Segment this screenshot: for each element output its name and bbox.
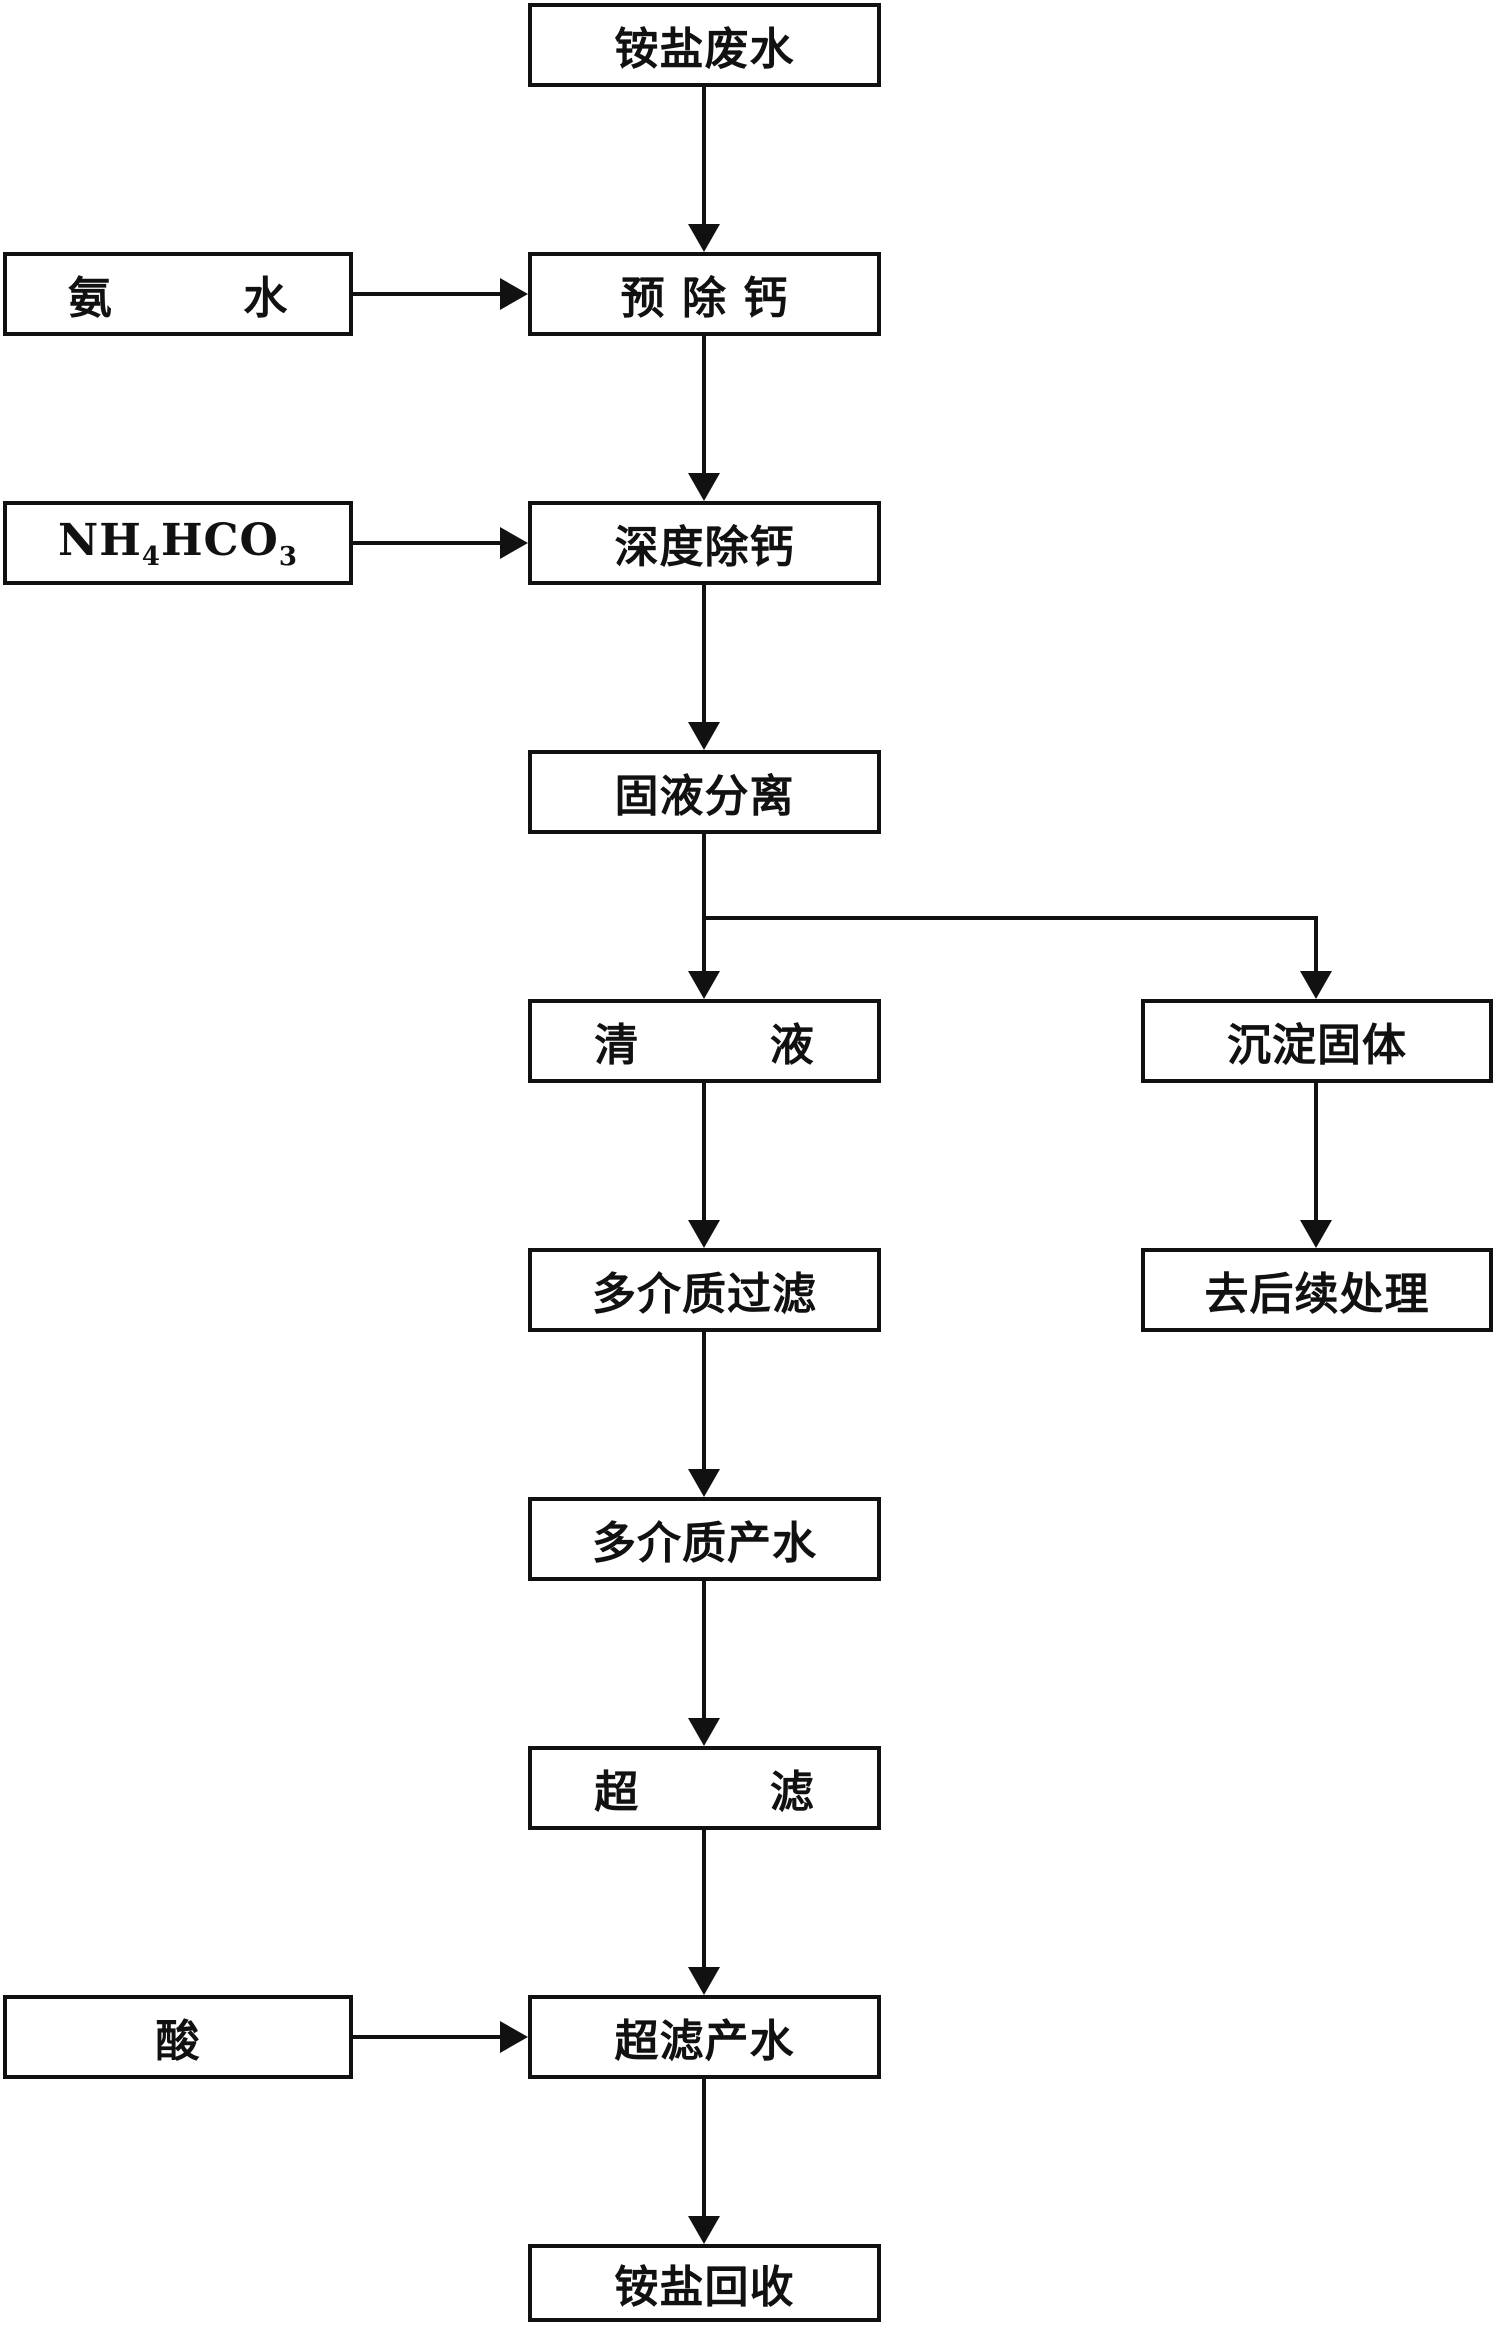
ultrafiltration-effluent-label: 超滤产水 [614, 2016, 795, 2067]
arrow-effluent-to-ultrafiltration [688, 1581, 720, 1746]
solid-liquid-separation-label: 固液分离 [614, 771, 795, 822]
ammonium-recovery-box: 铵盐回收 [528, 2244, 881, 2322]
arrow-uf-effluent-to-recovery [688, 2079, 720, 2244]
arrow-acid-to-uf-effluent [353, 2021, 528, 2053]
arrow-separation-to-clear-liquid [688, 834, 720, 999]
multimedia-effluent-box: 多介质产水 [528, 1497, 881, 1581]
arrow-filtration-to-effluent [688, 1332, 720, 1497]
deep-calcium-removal-box: 深度除钙 [528, 501, 881, 585]
nh4hco3-box: NH4HCO3 [3, 501, 353, 585]
arrow-ammonia-to-pre [353, 278, 528, 310]
ammonia-water-label: 氨 水 [67, 273, 289, 324]
clear-liquid-label: 清 液 [594, 1020, 815, 1071]
multimedia-filtration-label: 多介质过滤 [592, 1269, 817, 1320]
acid-label: 酸 [155, 2016, 201, 2067]
ammonium-wastewater-label: 铵盐废水 [614, 24, 795, 75]
deep-calcium-removal-label: 深度除钙 [614, 522, 795, 573]
ammonium-recovery-label: 铵盐回收 [614, 2262, 795, 2313]
acid-box: 酸 [3, 1995, 353, 2079]
subsequent-treatment-box: 去后续处理 [1141, 1248, 1493, 1332]
arrow-clear-to-multimedia-filtration [688, 1083, 720, 1248]
arrow-nh4hco3-to-deep [353, 527, 528, 559]
arrow-precipitate-to-subsequent [1300, 1083, 1332, 1248]
pre-calcium-removal-label: 预 除 钙 [620, 273, 789, 324]
ammonia-water-box: 氨 水 [3, 252, 353, 336]
solid-liquid-separation-box: 固液分离 [528, 750, 881, 834]
arrow-ultrafiltration-to-uf-effluent [688, 1830, 720, 1995]
multimedia-effluent-label: 多介质产水 [592, 1518, 817, 1569]
arrow-wastewater-to-pre [688, 87, 720, 252]
ultrafiltration-box: 超 滤 [528, 1746, 881, 1830]
precipitate-solid-label: 沉淀固体 [1227, 1020, 1407, 1071]
precipitate-solid-box: 沉淀固体 [1141, 999, 1493, 1083]
clear-liquid-box: 清 液 [528, 999, 881, 1083]
ultrafiltration-label: 超 滤 [594, 1767, 815, 1818]
arrow-deep-to-separation [688, 585, 720, 750]
arrow-pre-to-deep [688, 336, 720, 501]
nh4hco3-label: NH4HCO3 [58, 514, 298, 572]
pre-calcium-removal-box: 预 除 钙 [528, 252, 881, 336]
arrow-separation-to-precipitate [702, 916, 1332, 999]
ammonium-wastewater-box: 铵盐废水 [528, 3, 881, 87]
multimedia-filtration-box: 多介质过滤 [528, 1248, 881, 1332]
ultrafiltration-effluent-box: 超滤产水 [528, 1995, 881, 2079]
subsequent-treatment-label: 去后续处理 [1204, 1269, 1430, 1320]
